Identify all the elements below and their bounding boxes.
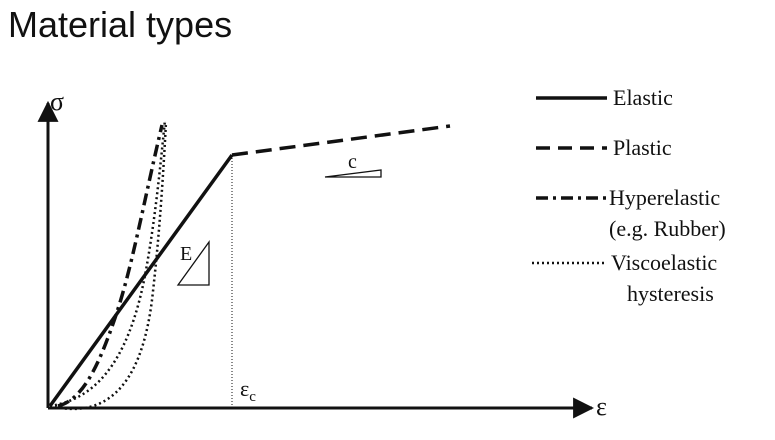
legend-plastic-label: Plastic	[613, 135, 672, 160]
plastic-curve	[231, 124, 451, 157]
legend-viscoelastic-label-line2: hysteresis	[627, 281, 714, 306]
elastic-curve	[48, 153, 234, 408]
y-axis-label: σ	[50, 87, 64, 116]
viscoelastic-loop	[49, 121, 168, 411]
slide-title: Material types	[8, 4, 233, 45]
critical-strain-label: εc	[240, 376, 256, 405]
legend-hyperelastic-label: Hyperelastic	[609, 185, 720, 210]
modulus-label: E	[180, 243, 192, 265]
legend: Elastic Plastic Hyperelastic (e.g. Rubbe…	[532, 85, 726, 306]
slope-triangle	[324, 169, 382, 178]
x-axis-label: ε	[596, 392, 607, 421]
legend-elastic-label: Elastic	[613, 85, 673, 110]
viscoelastic-curve	[49, 119, 167, 408]
legend-hyperelastic-label-line2: (e.g. Rubber)	[609, 216, 726, 241]
slope-label: c	[348, 151, 357, 173]
modulus-triangle	[176, 239, 210, 286]
legend-viscoelastic-label: Viscoelastic	[611, 250, 717, 275]
hyperelastic-curve	[57, 124, 164, 408]
